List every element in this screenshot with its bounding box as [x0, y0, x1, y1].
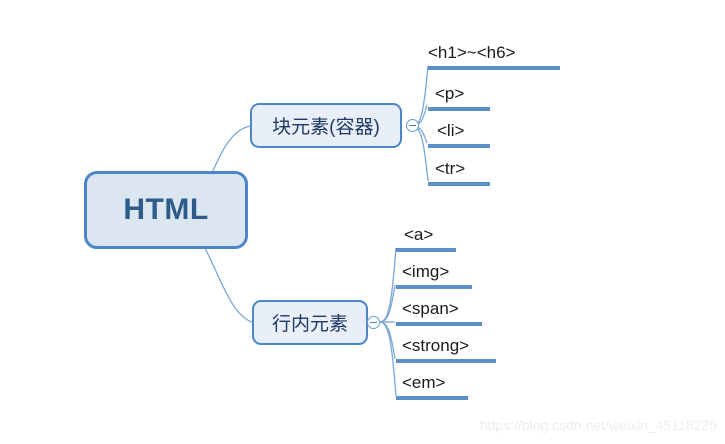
leaf-block-0-underline — [428, 66, 560, 70]
leaf-inline-2-underline — [396, 322, 482, 326]
leaf-inline-4-underline — [396, 396, 468, 400]
leaf-inline-1-label: <img> — [402, 262, 450, 281]
connector-inline-leaf-4 — [379, 321, 397, 397]
branch-node-inline-label: 行内元素 — [271, 314, 348, 335]
branch-node-block[interactable]: 块元素(容器) — [250, 103, 402, 148]
leaf-block-1-underline — [428, 107, 490, 111]
leaf-inline-0-label: <a> — [404, 225, 434, 244]
connector-block-leaf-0 — [412, 65, 429, 127]
connector-inline-leaf-1 — [379, 284, 396, 323]
watermark-text: https://blog.csdn.net/weixin_45118229 — [479, 417, 717, 433]
leaf-inline-0-underline — [396, 248, 456, 252]
leaf-block-3-underline — [428, 182, 490, 186]
leaf-block-1-label: <p> — [435, 84, 465, 103]
collapse-toggle-block-icon[interactable] — [406, 119, 419, 132]
connector-block-leaf-3 — [412, 125, 429, 182]
branch-node-block-label: 块元素(容器) — [272, 117, 380, 138]
leaf-inline-4-label: <em> — [402, 373, 446, 392]
leaf-block-2-label: <li> — [437, 121, 465, 140]
leaf-block-2-underline — [428, 144, 490, 148]
connector-root-to-block — [211, 125, 251, 174]
leaf-inline-2-label: <span> — [402, 299, 459, 318]
collapse-toggle-inline-icon[interactable] — [367, 316, 380, 329]
root-node-html[interactable]: HTML — [84, 171, 248, 249]
leaf-block-3-label: <tr> — [435, 159, 466, 178]
connector-root-to-inline — [204, 247, 253, 323]
connector-inline-leaf-3 — [379, 321, 396, 360]
leaf-inline-3-label: <strong> — [402, 336, 470, 355]
connector-inline-leaf-0 — [379, 247, 397, 323]
leaf-block-0-label: <h1>~<h6> — [428, 43, 516, 62]
root-node-label: HTML — [123, 193, 209, 226]
leaf-inline-3-underline — [396, 359, 496, 363]
branch-node-inline[interactable]: 行内元素 — [252, 300, 368, 345]
leaf-inline-1-underline — [396, 285, 472, 289]
